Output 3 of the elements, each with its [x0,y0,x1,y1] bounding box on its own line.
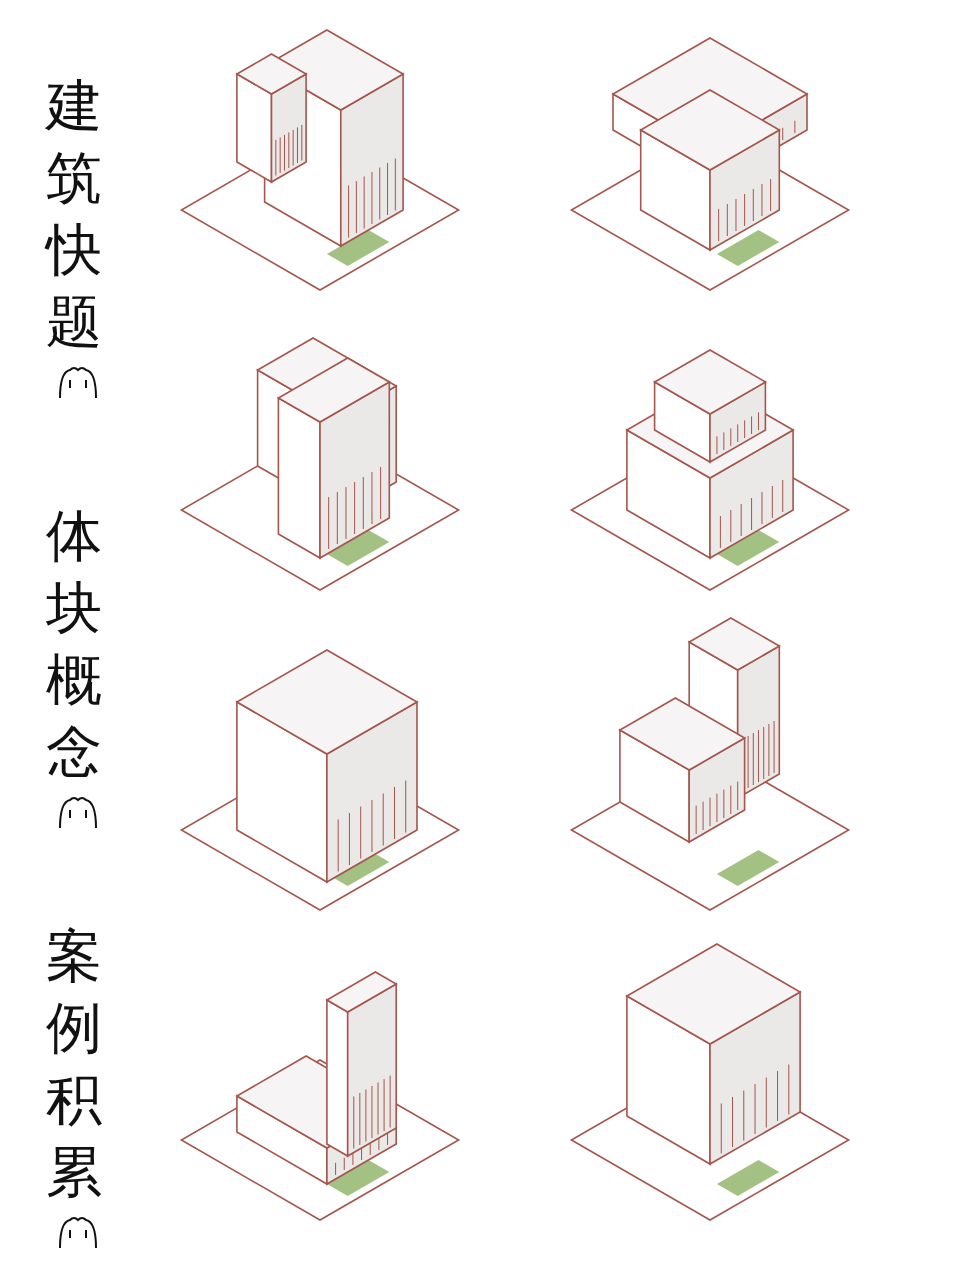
vertical-heading: 案例积累 [45,922,103,1206]
vertical-heading: 体块概念 [45,502,103,786]
vertical-heading: 建筑快题 [44,72,103,356]
